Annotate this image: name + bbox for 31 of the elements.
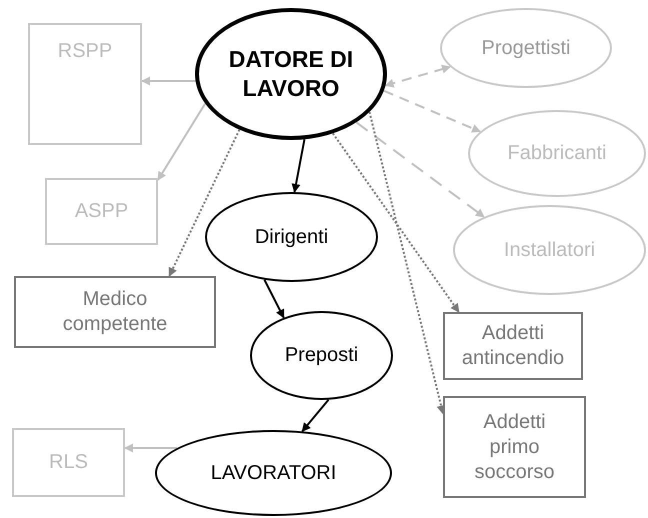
role-label: Dirigenti (254, 224, 330, 250)
role-label: RLS (48, 450, 89, 475)
arrow (383, 90, 481, 133)
role-box (45, 178, 158, 245)
role-box (14, 276, 216, 348)
arrow (368, 112, 446, 414)
role-label: ASPP (74, 199, 130, 224)
role-box (443, 396, 586, 498)
role-label: RSPP (56, 39, 114, 64)
arrow (292, 139, 306, 193)
arrow (332, 132, 460, 313)
role-label: DATORE DI LAVORO (228, 45, 354, 103)
role-box (443, 312, 583, 380)
role-label: Addetti primo soccorso (473, 410, 556, 484)
arrow (356, 122, 485, 218)
arrow (157, 103, 206, 181)
role-box (12, 428, 125, 497)
role-label: LAVORATORI (210, 460, 338, 486)
role-label: Progettisti (480, 36, 572, 60)
role-label: Fabbricanti (506, 141, 608, 166)
arrow (124, 444, 178, 452)
role-box (28, 23, 142, 145)
role-label: Medico competente (62, 287, 168, 337)
arrow (384, 64, 451, 88)
arrow (302, 399, 330, 432)
role-label: Preposti (284, 343, 360, 368)
arrow (141, 76, 196, 86)
arrow (168, 129, 240, 277)
arrow (264, 279, 285, 318)
role-label: Installatori (502, 238, 596, 262)
role-label: Addetti antincendio (460, 321, 566, 371)
